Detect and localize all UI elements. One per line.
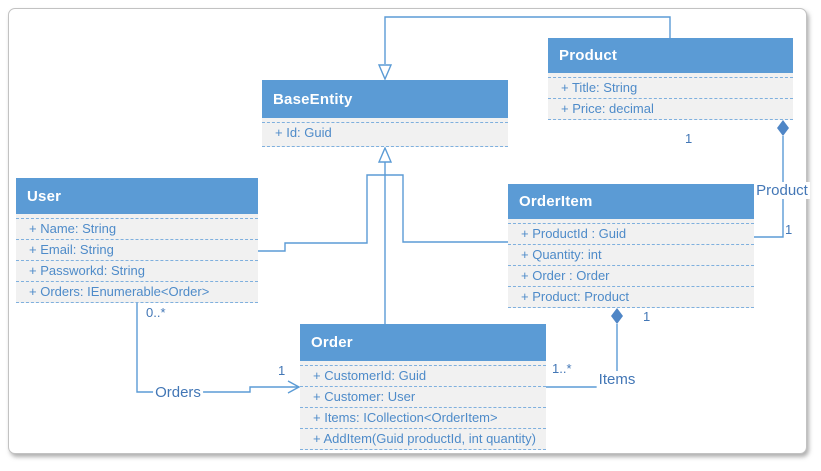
member-row: + Id: Guid bbox=[262, 122, 508, 143]
member-row: + Orders: IEnumerable<Order> bbox=[16, 281, 258, 302]
class-orderitem-members: + ProductId : Guid + Quantity: int + Ord… bbox=[508, 219, 754, 308]
member-row: + Title: String bbox=[548, 77, 793, 98]
class-baseentity: BaseEntity + Id: Guid bbox=[262, 80, 508, 147]
product-end-multiplicity: 1 bbox=[685, 131, 693, 146]
class-user: User + Name: String + Email: String + Pa… bbox=[16, 178, 258, 303]
class-orderitem: OrderItem + ProductId : Guid + Quantity:… bbox=[508, 184, 754, 308]
class-orderitem-title: OrderItem bbox=[508, 184, 754, 219]
member-row: + Name: String bbox=[16, 218, 258, 239]
product-association-name: Product bbox=[754, 182, 810, 199]
member-row: + Email: String bbox=[16, 239, 258, 260]
product-corner-multiplicity: 1 bbox=[785, 222, 793, 237]
orders-association-name: Orders bbox=[153, 384, 203, 401]
class-user-members: + Name: String + Email: String + Passwor… bbox=[16, 214, 258, 303]
class-baseentity-members: + Id: Guid bbox=[262, 118, 508, 147]
member-row: + CustomerId: Guid bbox=[300, 365, 546, 386]
class-product-members: + Title: String + Price: decimal bbox=[548, 73, 793, 120]
member-row: + AddItem(Guid productId, int quantity) bbox=[300, 428, 546, 449]
member-row: + Price: decimal bbox=[548, 98, 793, 119]
member-row: + Passworkd: String bbox=[16, 260, 258, 281]
class-order-members: + CustomerId: Guid + Customer: User + It… bbox=[300, 361, 546, 450]
class-order: Order + CustomerId: Guid + Customer: Use… bbox=[300, 324, 546, 450]
member-row: + Quantity: int bbox=[508, 244, 754, 265]
class-baseentity-title: BaseEntity bbox=[262, 80, 508, 118]
member-row: + ProductId : Guid bbox=[508, 223, 754, 244]
member-row: + Items: ICollection<OrderItem> bbox=[300, 407, 546, 428]
class-user-title: User bbox=[16, 178, 258, 214]
class-order-title: Order bbox=[300, 324, 546, 361]
items-source-multiplicity: 1..* bbox=[552, 361, 572, 376]
class-product-title: Product bbox=[548, 38, 793, 73]
member-row: + Customer: User bbox=[300, 386, 546, 407]
orders-target-multiplicity: 1 bbox=[278, 363, 286, 378]
class-product: Product + Title: String + Price: decimal bbox=[548, 38, 793, 120]
items-target-multiplicity: 1 bbox=[643, 309, 651, 324]
items-association-name: Items bbox=[596, 371, 638, 388]
member-row: + Product: Product bbox=[508, 286, 754, 307]
member-row: + Order : Order bbox=[508, 265, 754, 286]
orders-source-multiplicity: 0..* bbox=[146, 305, 166, 320]
